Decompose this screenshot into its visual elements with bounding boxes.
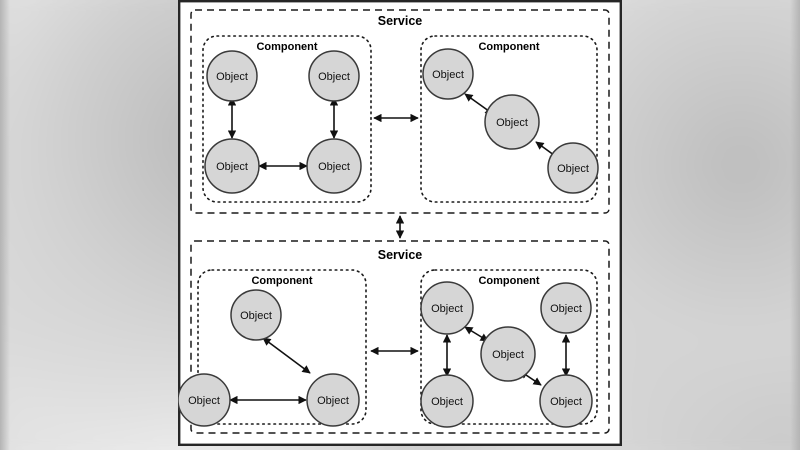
object-o-br-2[interactable]: Object (540, 282, 592, 334)
service-bottom-boundary (190, 240, 610, 434)
object-label: Object (557, 163, 589, 175)
object-label: Object (431, 396, 463, 408)
component-bottom-right-title: Component (478, 275, 539, 287)
object-circle (480, 326, 536, 382)
object-label: Object (216, 71, 248, 83)
component-top-left-title: Component (256, 41, 317, 53)
component-bottom-right[interactable]: Component Object Object (420, 269, 598, 428)
right-edge-vignette (790, 0, 800, 450)
link-o-br-1-o-br-3 (464, 326, 489, 342)
object-o-bl-3[interactable]: Object (306, 373, 360, 427)
object-label: Object (240, 310, 272, 322)
object-o-tl-4[interactable]: Object (306, 138, 362, 194)
object-label: Object (216, 161, 248, 173)
object-circle (204, 138, 260, 194)
diagram-svg: Service Component Object (178, 0, 622, 446)
object-circle (420, 281, 474, 335)
object-circle (230, 289, 282, 341)
object-label: Object (318, 71, 350, 83)
object-label: Object (317, 395, 349, 407)
object-o-br-3[interactable]: Object (480, 326, 536, 382)
object-o-bl-2[interactable]: Object (178, 373, 231, 427)
service-bottom-title: Service (378, 248, 423, 262)
object-label: Object (492, 349, 524, 361)
object-label: Object (431, 303, 463, 315)
link-o-bl-1-o-bl-3 (262, 337, 311, 374)
architecture-diagram: Service Component Object (178, 0, 622, 446)
service-top[interactable]: Service Component Object (190, 9, 610, 214)
object-o-bl-1[interactable]: Object (230, 289, 282, 341)
object-circle (206, 50, 258, 102)
object-o-br-4[interactable]: Object (420, 374, 474, 428)
object-circle (422, 48, 474, 100)
component-bottom-left-title: Component (251, 275, 312, 287)
object-o-tl-1[interactable]: Object (206, 50, 258, 102)
object-label: Object (318, 161, 350, 173)
object-o-br-5[interactable]: Object (539, 374, 593, 428)
object-circle (308, 50, 360, 102)
component-bottom-right-boundary (420, 269, 598, 425)
object-circle (547, 142, 599, 194)
object-circle (178, 373, 231, 427)
component-top-right-boundary (420, 35, 598, 203)
component-bottom-left-boundary (197, 269, 367, 425)
service-top-title: Service (378, 14, 423, 28)
object-o-tr-1[interactable]: Object (422, 48, 474, 100)
component-top-left[interactable]: Component Object Object (202, 35, 372, 203)
object-circle (539, 374, 593, 428)
service-top-boundary (190, 9, 610, 214)
component-bottom-left[interactable]: Component Object Object (178, 269, 367, 427)
component-top-right-title: Component (478, 41, 539, 53)
object-circle (540, 282, 592, 334)
object-o-br-1[interactable]: Object (420, 281, 474, 335)
object-circle (420, 374, 474, 428)
object-circle (484, 94, 540, 150)
object-o-tl-3[interactable]: Object (204, 138, 260, 194)
object-label: Object (550, 303, 582, 315)
object-label: Object (432, 69, 464, 81)
object-label: Object (550, 396, 582, 408)
object-circle (306, 138, 362, 194)
component-top-right[interactable]: Component Object Object (420, 35, 599, 203)
component-top-left-links (227, 97, 339, 171)
object-circle (306, 373, 360, 427)
left-edge-vignette (0, 0, 10, 450)
component-bottom-left-links (229, 337, 311, 405)
object-label: Object (496, 117, 528, 129)
component-top-left-boundary (202, 35, 372, 203)
object-o-tl-2[interactable]: Object (308, 50, 360, 102)
service-bottom[interactable]: Service Component Object Ob (178, 240, 610, 434)
object-label: Object (188, 395, 220, 407)
object-o-tr-2[interactable]: Object (484, 94, 540, 150)
object-o-tr-3[interactable]: Object (547, 142, 599, 194)
